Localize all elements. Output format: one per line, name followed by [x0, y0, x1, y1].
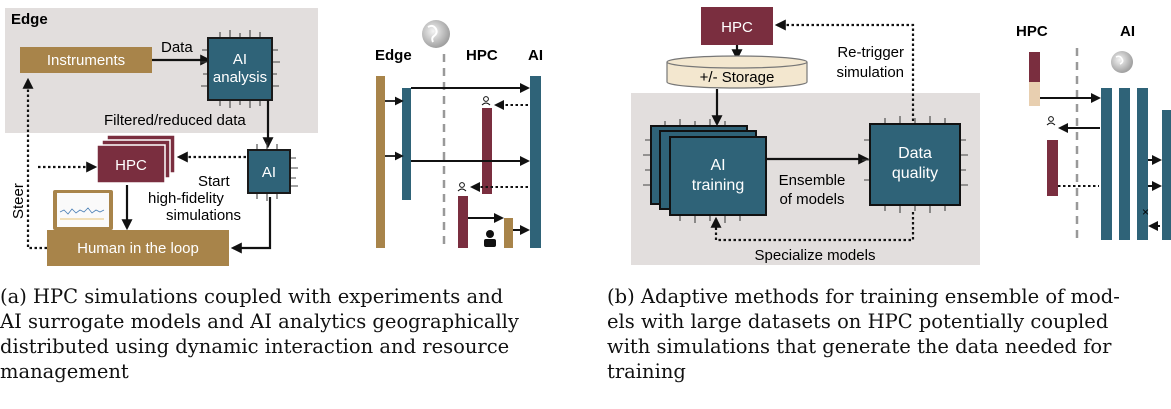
ai-analysis-line2: analysis: [213, 69, 267, 86]
edge-label: Edge: [11, 11, 48, 28]
data-quality-line1: Data: [898, 145, 932, 162]
caption-b-line: els with large datasets on HPC potential…: [607, 310, 1109, 333]
data-quality-line2: quality: [892, 165, 938, 182]
person-icon-a2: [457, 182, 467, 192]
instruments-box: [20, 47, 152, 73]
steer-label: Steer: [10, 183, 27, 219]
edge-bar-a: [376, 76, 385, 248]
caption-a-line: management: [0, 360, 129, 383]
timeline-a: Edge HPC AI: [375, 20, 543, 248]
person-icon-a1: [481, 96, 491, 106]
cross-mark: ×: [1142, 205, 1149, 219]
caption-b: (b) Adaptive methods for training ensemb…: [607, 284, 1171, 384]
start-line2: high-fidelity: [148, 190, 224, 207]
filtered-label: Filtered/reduced data: [104, 112, 246, 129]
edge-bar-a2: [504, 218, 513, 248]
timeline-b-hpc: HPC: [1016, 23, 1048, 40]
timeline-b: HPC AI ×: [1016, 23, 1171, 240]
panel-a: Edge Instruments Data AI analysis Filter…: [5, 8, 318, 266]
start-line1: Start: [198, 173, 231, 190]
ensemble-line1: Ensemble: [779, 172, 846, 189]
hpc-bar-a1: [482, 108, 492, 194]
caption-b-line: (b) Adaptive methods for training ensemb…: [607, 285, 1120, 308]
hpc-bar-b: [1047, 140, 1058, 196]
specialize-label: Specialize models: [755, 247, 876, 264]
caption-b-line: training: [607, 360, 686, 383]
laptop-icon: [53, 190, 113, 230]
hpc-label-a: HPC: [115, 157, 147, 174]
caption-a-line: distributed using dynamic interaction an…: [0, 335, 510, 358]
ai-training-line2: training: [692, 177, 744, 194]
ensemble-line2: of models: [779, 191, 844, 208]
operator-icon: [484, 230, 496, 247]
timeline-b-ai: AI: [1120, 23, 1135, 40]
storage-label: +/- Storage: [700, 69, 775, 86]
caption-a-line: AI surrogate models and AI analytics geo…: [0, 310, 519, 333]
human-label: Human in the loop: [77, 240, 199, 257]
start-line3: simulations: [166, 207, 241, 224]
caption-a-line: (a) HPC simulations coupled with experim…: [0, 285, 504, 308]
data-label: Data: [161, 39, 193, 56]
globe-icon: [422, 20, 450, 48]
caption-b-line: with simulations that generate the data …: [607, 335, 1112, 358]
caption-a: (a) HPC simulations coupled with experim…: [0, 284, 560, 384]
ai-training-stack: AI training: [643, 119, 767, 223]
retrigger-line2: simulation: [836, 64, 904, 81]
hpc-stack: HPC: [96, 134, 176, 184]
ai-bar-a1: [402, 88, 411, 200]
timeline-a-hpc: HPC: [466, 47, 498, 64]
globe-icon-b: [1111, 51, 1133, 73]
timeline-a-ai: AI: [528, 47, 543, 64]
ai-chip-a: AI: [247, 142, 298, 201]
ai-analysis-line1: AI: [233, 51, 247, 68]
timeline-a-edge: Edge: [375, 47, 412, 64]
human-box: [47, 230, 229, 266]
hpc-bar-a2: [458, 196, 468, 248]
ai-analysis-chip: AI analysis: [200, 30, 280, 108]
data-quality-chip: Data quality: [862, 116, 968, 213]
hpc-label-b: HPC: [721, 19, 753, 36]
ai-bar-a2: [530, 76, 541, 248]
ai-label-a: AI: [262, 164, 276, 181]
ai-training-line1: AI: [710, 157, 725, 174]
instruments-label: Instruments: [47, 52, 125, 69]
hpc-box-b: [701, 7, 773, 45]
person-icon-b: [1046, 116, 1056, 126]
panel-b: HPC Re-trigger simulation +/- Storage AI…: [631, 7, 980, 265]
retrigger-line1: Re-trigger: [837, 44, 904, 61]
storage-cylinder: +/- Storage: [666, 55, 808, 89]
